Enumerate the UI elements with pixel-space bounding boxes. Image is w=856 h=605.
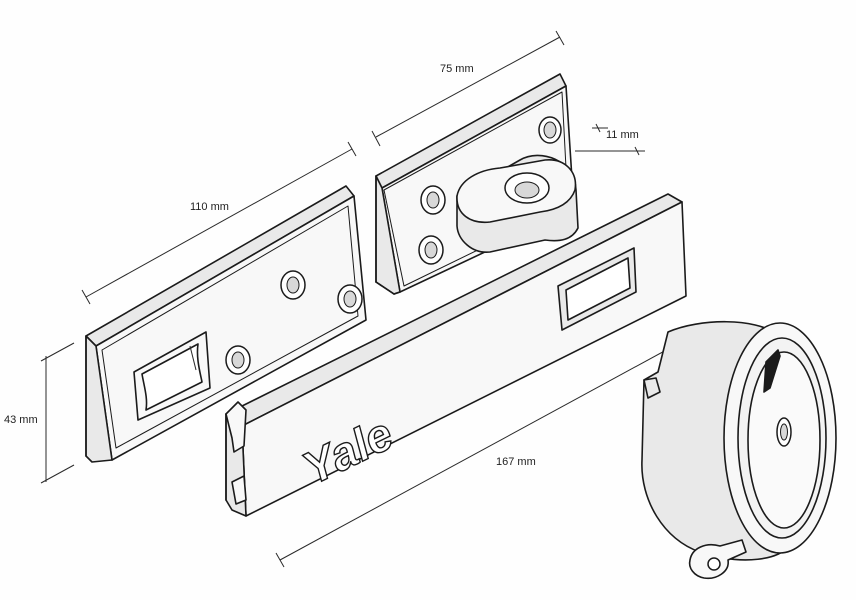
dimension-43mm: 43 mm [4, 342, 75, 484]
hasp-bar-slot [557, 247, 637, 331]
label-43mm: 43 mm [4, 414, 38, 426]
staple-eye [456, 154, 579, 253]
label-75mm: 75 mm [440, 63, 474, 75]
hasp-plate-slot [133, 331, 211, 421]
hasp-plate-screw-hole [225, 345, 251, 375]
staple-plate [375, 73, 579, 295]
staple-plate-screw-hole [538, 116, 562, 144]
dimension-75mm: 75 mm [371, 30, 565, 147]
dimension-11mm: 11 mm [575, 123, 645, 156]
padlock [641, 320, 837, 580]
hasp-plate [85, 185, 367, 463]
label-167mm: 167 mm [496, 456, 536, 468]
hasp-plate-screw-hole [337, 284, 363, 314]
key-icon [688, 539, 747, 580]
hasp-bar-end-notch [225, 401, 247, 505]
label-110mm: 110 mm [190, 201, 229, 213]
dimension-110mm: 110 mm [81, 141, 357, 305]
hasp-plate-screw-hole [280, 270, 306, 300]
staple-plate-screw-hole [420, 185, 446, 215]
staple-plate-screw-hole [418, 235, 444, 265]
label-11mm: 11 mm [606, 129, 639, 141]
